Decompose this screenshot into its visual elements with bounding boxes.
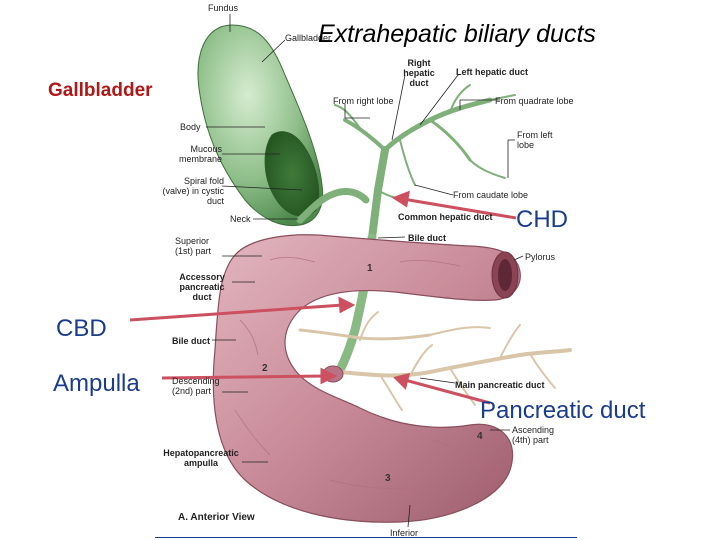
hepatic-duct-tree <box>334 84 516 242</box>
label-inferior: Inferior <box>390 528 419 538</box>
page-title: Extrahepatic biliary ducts <box>318 20 596 48</box>
part-number-1: 1 <box>367 263 373 274</box>
label-accessory-pancreatic-duct: Accessory pancreatic duct <box>179 272 225 302</box>
label-bile-duct-mid: Bile duct <box>172 336 211 346</box>
label-left-hepatic-duct: Left hepatic duct <box>456 67 529 77</box>
label-fundus: Fundus <box>208 3 239 13</box>
label-hepatopancreatic-ampulla: Hepatopancreatic ampulla <box>163 448 239 468</box>
label-gallbladder-small: Gallbladder <box>285 33 332 43</box>
cbd-arrow <box>129 303 344 322</box>
label-from-right-lobe: From right lobe <box>333 96 394 106</box>
label-ascending-part: Ascending (4th) part <box>512 425 555 445</box>
bottom-rule <box>155 537 577 538</box>
overlay-label-chd: CHD <box>516 206 568 233</box>
label-bile-duct-top: Bile duct <box>408 233 447 243</box>
label-spiral-fold: Spiral fold (valve) in cystic duct <box>162 176 224 206</box>
overlay-label-pancreatic-duct: Pancreatic duct <box>480 397 646 424</box>
label-descending-part: Descending (2nd) part <box>172 376 220 396</box>
label-main-pancreatic-duct: Main pancreatic duct <box>455 380 545 390</box>
part-number-3: 3 <box>385 473 391 484</box>
label-right-hepatic-duct: Right hepatic duct <box>403 58 435 88</box>
label-superior-part: Superior (1st) part <box>175 236 212 256</box>
gallbladder-mucosa <box>264 131 320 217</box>
label-from-caudate-lobe: From caudate lobe <box>453 190 529 200</box>
part-number-2: 2 <box>262 363 268 374</box>
label-mucous-membrane: Mucous membrane <box>178 144 222 164</box>
overlay-label-cbd: CBD <box>56 315 107 342</box>
cystic-duct <box>296 188 370 224</box>
duodenum <box>212 234 521 523</box>
label-neck: Neck <box>230 214 251 224</box>
label-anterior-view: A. Anterior View <box>178 512 255 523</box>
label-from-quadrate-lobe: From quadrate lobe <box>495 96 574 106</box>
label-body: Body <box>180 122 201 132</box>
annotation-arrows <box>129 190 517 405</box>
pancreatic-duct-arrow <box>404 378 491 405</box>
part-number-4: 4 <box>477 431 483 442</box>
pancreatic-ducts <box>298 311 572 411</box>
overlay-label-gallbladder: Gallbladder <box>48 80 153 101</box>
label-pylorus: Pylorus <box>525 252 556 262</box>
ampulla-arrow <box>161 374 326 380</box>
label-from-left-lobe: From left lobe <box>517 130 553 150</box>
overlay-label-ampulla: Ampulla <box>53 370 140 397</box>
chd-arrow <box>402 197 517 220</box>
label-common-hepatic-duct: Common hepatic duct <box>398 212 493 222</box>
